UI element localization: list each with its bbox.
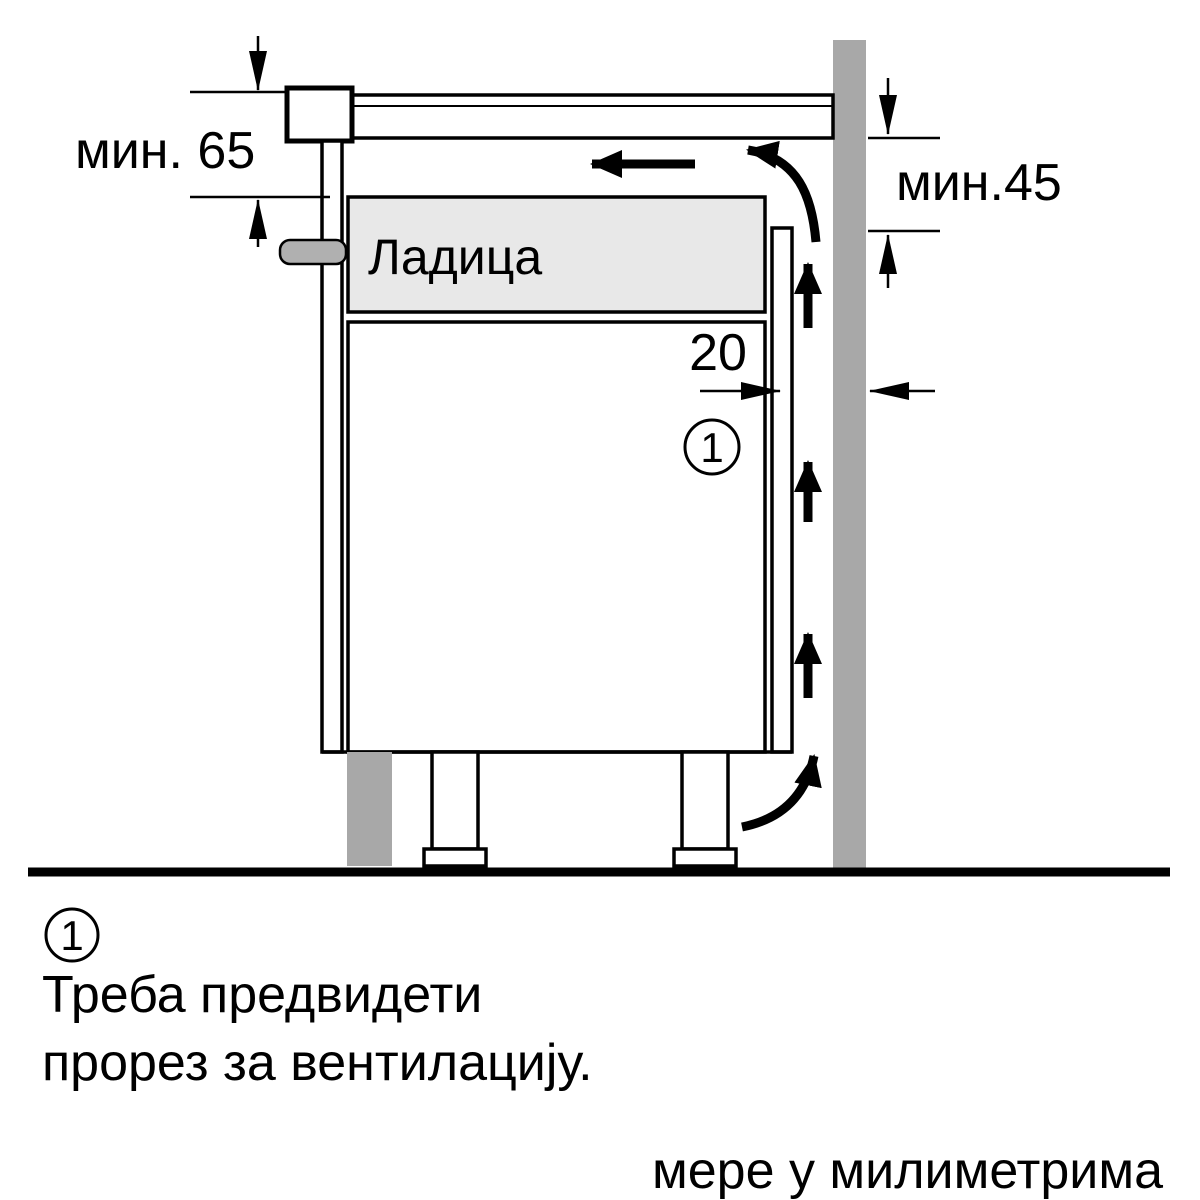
footnote-line2: прорез за вентилацију. — [42, 1034, 593, 1092]
footnote-line1: Треба предвидети — [42, 966, 482, 1024]
dim-gap20-label: 20 — [689, 324, 747, 382]
airflow-arrow-bottom-curve-icon — [741, 754, 822, 832]
worktop-front-edge — [284, 85, 355, 144]
drawer-box — [346, 195, 767, 314]
drawer-label: Ладица — [368, 229, 542, 285]
plinth — [347, 752, 392, 866]
cabinet-foot-right — [672, 847, 738, 868]
worktop-slab — [350, 93, 835, 140]
cabinet-back-panel — [770, 226, 794, 754]
drawer-handle — [278, 238, 348, 266]
cabinet-left-panel — [320, 139, 344, 754]
cabinet-foot-left — [422, 847, 488, 868]
footnote-marker-number: 1 — [60, 912, 83, 959]
dim-min45-label: мин.45 — [896, 154, 1062, 212]
callout-1-circle — [683, 418, 741, 476]
callout-1-number: 1 — [700, 424, 723, 471]
units-note: мере у милиметрима — [652, 1142, 1163, 1200]
wall — [833, 40, 866, 868]
cabinet-leg-left — [430, 750, 480, 851]
footnote-marker-circle — [44, 907, 100, 963]
cabinet-body — [346, 320, 767, 754]
airflow-arrow-top-curve-icon — [746, 140, 821, 243]
dim-min65-label: мин. 65 — [75, 122, 255, 180]
cabinet-leg-right — [680, 750, 730, 851]
